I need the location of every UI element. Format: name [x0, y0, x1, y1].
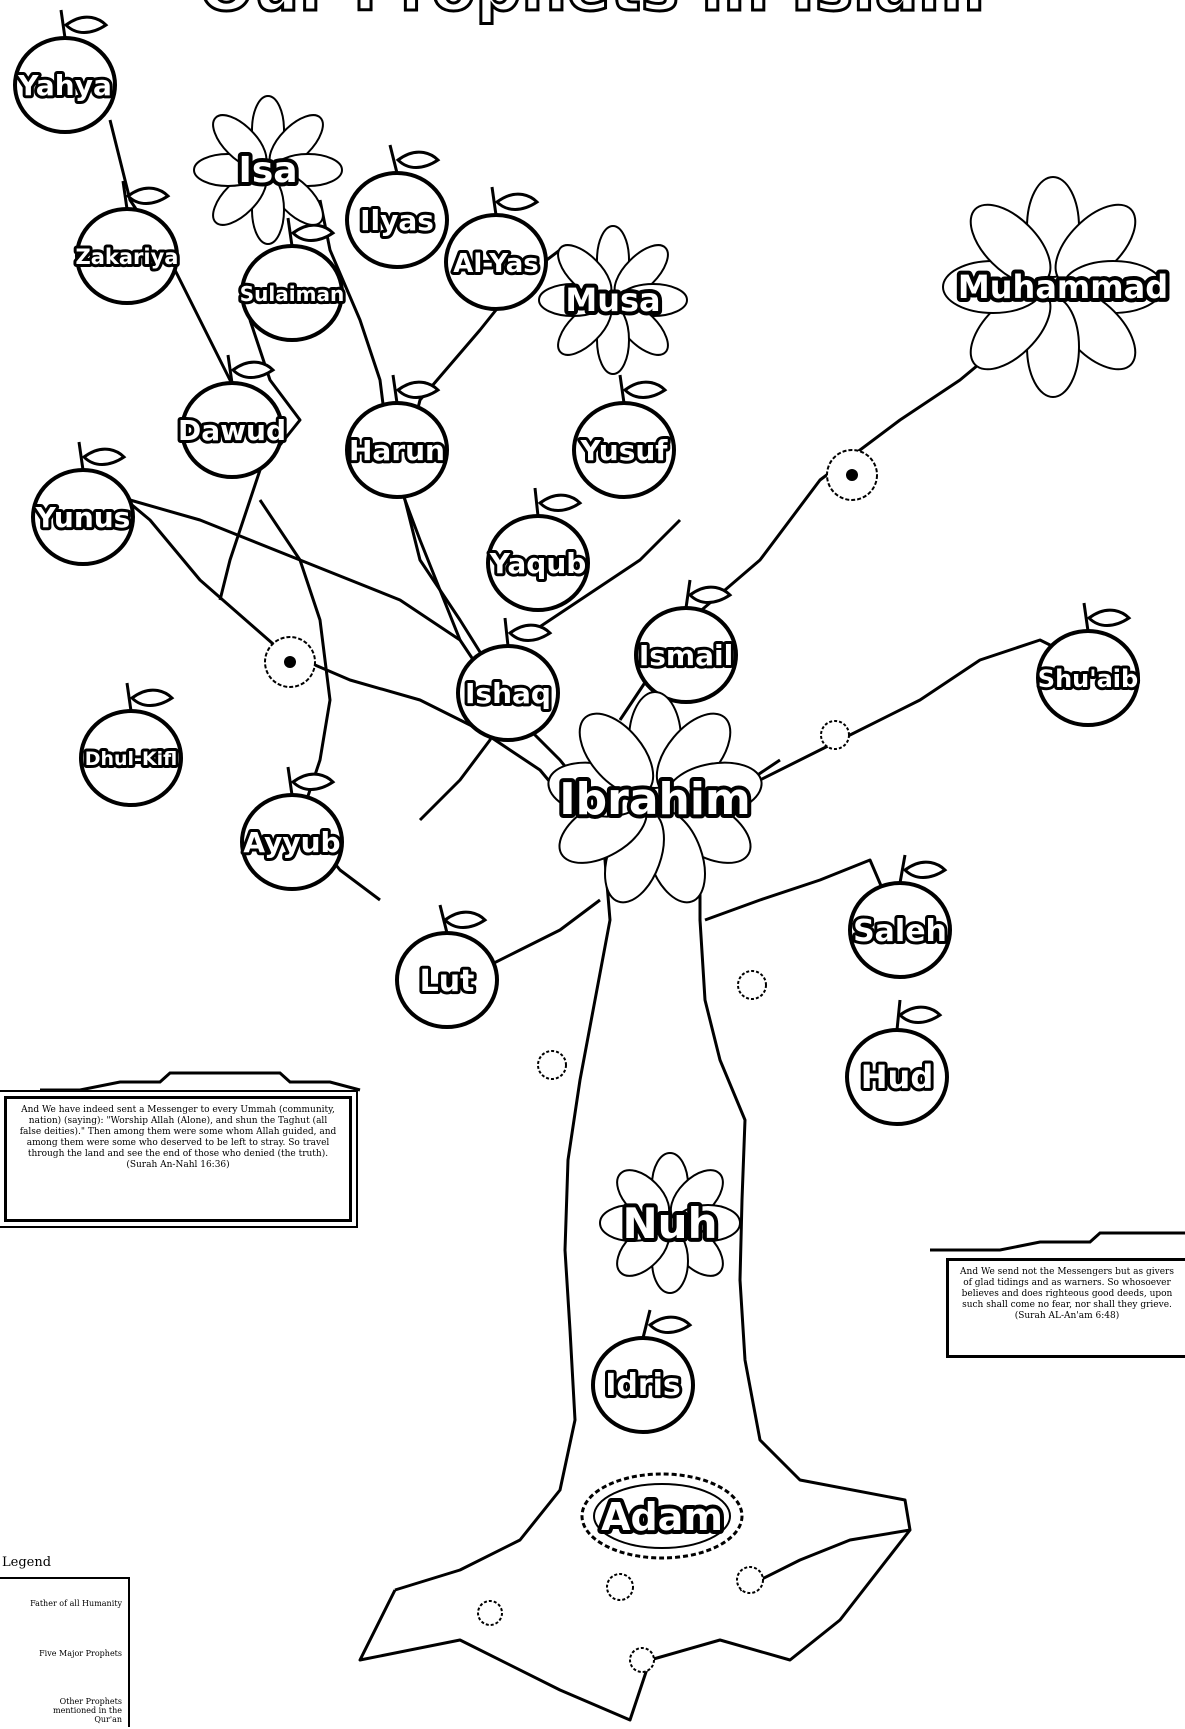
label-sulaiman: Sulaiman — [240, 282, 344, 306]
flower-ibrahim: Ibrahim — [547, 691, 763, 904]
tree-trunk — [394, 758, 912, 1592]
apple-yaqub: Yaqub — [486, 487, 590, 612]
label-idris: Idris — [605, 1368, 681, 1403]
apple-dhulkifl: Dhul-Kifl — [79, 682, 183, 807]
flower-musa: Musa — [538, 225, 688, 375]
apple-yusuf: Yusuf — [572, 374, 676, 499]
tree-roots — [358, 1529, 912, 1722]
legend-item-3: Other Prophets mentioned in the Qur'an — [53, 1697, 122, 1724]
legend-title: Legend — [2, 1555, 52, 1570]
quote-box-right: And We send not the Messengers but as gi… — [946, 1258, 1185, 1358]
label-dhulkifl: Dhul-Kifl — [85, 748, 178, 770]
apple-sulaiman: Sulaiman — [237, 217, 347, 342]
label-zakariya: Zakariya — [76, 245, 179, 269]
label-yaqub: Yaqub — [489, 547, 587, 580]
apple-dawud: Dawud — [175, 354, 289, 479]
legend: Legend Father of all Humanity Five Major… — [0, 1555, 132, 1729]
apple-saleh: Saleh — [848, 854, 952, 979]
left-plaque-crest — [40, 1071, 361, 1092]
label-alyasa: Al-Yas — [453, 249, 538, 279]
label-dawud: Dawud — [178, 414, 286, 447]
page-title: Our Prophets in Islam — [199, 0, 985, 26]
apple-alyasa: Al-Yas — [444, 186, 548, 311]
quote-box-left: And We have indeed sent a Messenger to e… — [0, 1090, 358, 1228]
label-yusuf: Yusuf — [580, 434, 669, 467]
label-yahya: Yahya — [17, 69, 112, 102]
label-saleh: Saleh — [853, 914, 947, 949]
right-plaque-crest — [930, 1231, 1185, 1252]
adam-medallion: Adam — [580, 1472, 744, 1560]
quote-right-ref: (Surah AL-An'am 6:48) — [1014, 1311, 1120, 1321]
apple-zakariya: Zakariya — [73, 180, 181, 305]
label-ibrahim: Ibrahim — [559, 774, 751, 825]
flower-isa: Isa — [193, 95, 343, 245]
apple-ayyub: Ayyub — [240, 766, 344, 891]
label-muhammad: Muhammad — [958, 268, 1168, 306]
apple-lut: Lut — [395, 904, 499, 1029]
label-yunus: Yunus — [35, 501, 131, 534]
label-adam: Adam — [601, 1495, 723, 1539]
label-ishaq: Ishaq — [465, 677, 551, 710]
label-musa: Musa — [565, 281, 660, 319]
label-nuh: Nuh — [623, 1199, 718, 1248]
label-ismail: Ismail — [639, 639, 733, 672]
label-shuaib: Shu'aib — [1038, 665, 1138, 693]
label-isa: Isa — [238, 150, 297, 191]
label-ilyas: Ilyas — [360, 204, 434, 237]
apple-yunus: Yunus — [31, 441, 135, 566]
legend-item-1: Father of all Humanity — [30, 1599, 122, 1608]
flower-muhammad: Muhammad — [942, 176, 1172, 398]
apple-ilyas: Ilyas — [345, 144, 449, 269]
label-lut: Lut — [420, 964, 475, 999]
apple-harun: Harun — [345, 374, 449, 499]
quote-right-text: And We send not the Messengers but as gi… — [960, 1267, 1174, 1310]
decorative-flowers — [264, 449, 878, 1673]
apple-ismail: Ismail — [634, 579, 738, 704]
apple-hud: Hud — [845, 999, 949, 1126]
label-hud: Hud — [861, 1058, 933, 1096]
apple-idris: Idris — [591, 1309, 695, 1434]
label-harun: Harun — [349, 434, 445, 467]
legend-box: Father of all Humanity Five Major Prophe… — [0, 1577, 130, 1727]
flower-nuh: Nuh — [599, 1152, 741, 1294]
apple-ishaq: Ishaq — [456, 617, 560, 742]
quote-left-ref: (Surah An-Nahl 16:36) — [126, 1160, 230, 1170]
label-ayyub: Ayyub — [243, 826, 340, 859]
quote-left-text: And We have indeed sent a Messenger to e… — [19, 1105, 337, 1159]
apple-yahya: Yahya — [13, 9, 117, 134]
apple-shuaib: Shu'aib — [1035, 602, 1141, 727]
legend-item-2: Five Major Prophets — [39, 1649, 122, 1658]
